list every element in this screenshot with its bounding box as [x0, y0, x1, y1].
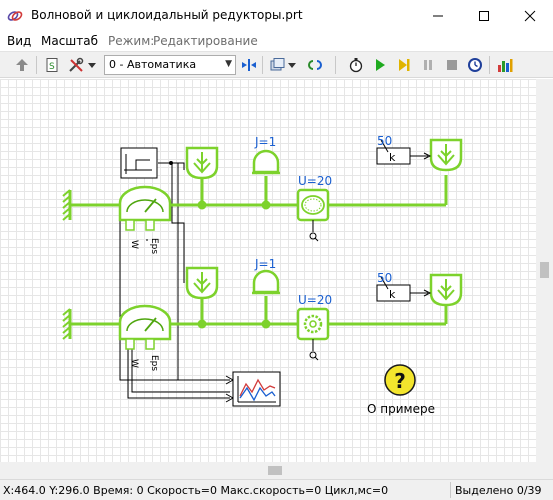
- step-function-block[interactable]: [120, 147, 173, 179]
- menu-scale[interactable]: Масштаб: [41, 34, 99, 48]
- up-button[interactable]: [12, 55, 32, 75]
- toolbar: S 0 - Автоматика ▼: [0, 51, 553, 78]
- sensor-top[interactable]: W Eps: [118, 185, 172, 254]
- sensor-bottom[interactable]: W Eps: [118, 304, 172, 371]
- chart-button[interactable]: [495, 55, 515, 75]
- constant-top-value: 50: [377, 134, 392, 148]
- chevron-down-icon: ▼: [225, 59, 232, 69]
- ground-top-icon[interactable]: [62, 189, 72, 221]
- scheme-diagram: W Eps W Eps: [62, 134, 463, 416]
- torque-source-top-right[interactable]: [429, 138, 463, 172]
- minimize-button[interactable]: [415, 0, 461, 31]
- mode-label: Режим:: [108, 34, 155, 48]
- cycloid-gear-block[interactable]: U=20: [296, 293, 332, 361]
- play-button[interactable]: [370, 55, 390, 75]
- stopwatch-icon: [349, 58, 363, 73]
- torque-source-bottom-left[interactable]: [185, 266, 219, 300]
- windows-button[interactable]: [268, 55, 288, 75]
- ground-bottom-icon[interactable]: [62, 308, 72, 340]
- inertia-top[interactable]: J=1: [252, 135, 280, 175]
- wave-gear-label: U=20: [298, 174, 332, 188]
- pause-button[interactable]: [418, 55, 438, 75]
- torque-source-top-left[interactable]: [185, 146, 219, 180]
- maximize-icon: [479, 10, 489, 21]
- scheme-canvas[interactable]: W Eps W Eps: [0, 79, 536, 462]
- plotter-block[interactable]: [232, 371, 281, 407]
- title-bar: Волновой и циклоидальный редукторы.prt: [0, 0, 553, 31]
- signal-lines: [119, 162, 235, 403]
- scroll-corner: [536, 462, 553, 479]
- dropdown-icon: [88, 63, 96, 68]
- node-bottom-1: [197, 319, 207, 329]
- stop-button[interactable]: [442, 55, 462, 75]
- menu-view[interactable]: Вид: [7, 34, 32, 48]
- step-button[interactable]: [394, 55, 414, 75]
- mode-select[interactable]: 0 - Автоматика ▼: [104, 55, 236, 75]
- sync-button[interactable]: [239, 55, 259, 75]
- torque-source-bottom-right[interactable]: [429, 273, 463, 307]
- sensor-bottom-w-label: W: [129, 359, 139, 368]
- dropdown-icon: [288, 63, 296, 68]
- close-icon: [524, 10, 536, 21]
- sensor-bottom-eps-label: Eps: [149, 355, 159, 371]
- constant-bottom[interactable]: k 50: [376, 271, 432, 302]
- play-icon: [376, 59, 385, 71]
- minimize-icon: [433, 15, 443, 16]
- constant-bottom-value: 50: [377, 271, 392, 285]
- tools-dropdown[interactable]: [86, 55, 98, 75]
- script-icon: S: [46, 58, 58, 72]
- sync-icon: [242, 59, 256, 71]
- inertia-bottom-label: J=1: [254, 257, 276, 271]
- status-coordinates: X:464.0 Y:296.0 Время: 0 Скорость=0 Макс…: [3, 484, 389, 497]
- close-button[interactable]: [507, 0, 553, 31]
- info-label[interactable]: О примере: [367, 402, 435, 416]
- link-button[interactable]: [305, 55, 325, 75]
- bar-chart-icon: [498, 59, 513, 72]
- node-top-2: [261, 200, 271, 210]
- cycloid-gear-label: U=20: [298, 293, 332, 307]
- pause-icon: [424, 60, 432, 70]
- node-bottom-2: [261, 319, 271, 329]
- script-button[interactable]: S: [42, 55, 62, 75]
- status-selection: Выделено 0/39: [455, 484, 542, 497]
- wave-gear-block[interactable]: U=20: [296, 174, 332, 242]
- windows-dropdown[interactable]: [286, 55, 298, 75]
- app-logo-icon: [7, 11, 23, 21]
- mode-select-value: 0 - Автоматика: [109, 58, 197, 71]
- svg-text:S: S: [49, 62, 55, 72]
- windows-icon: [270, 58, 285, 71]
- stop-icon: [447, 60, 457, 70]
- sensor-top-eps-label: Eps: [149, 238, 159, 254]
- horizontal-scroll-thumb[interactable]: [268, 466, 282, 475]
- vertical-scroll-thumb[interactable]: [540, 262, 549, 278]
- window-title: Волновой и циклоидальный редукторы.prt: [31, 8, 303, 22]
- clock-icon: [468, 58, 482, 72]
- menu-bar: Вид Масштаб Режим: Редактирование: [0, 31, 553, 51]
- status-bar: X:464.0 Y:296.0 Время: 0 Скорость=0 Макс…: [0, 479, 553, 500]
- inertia-top-label: J=1: [254, 135, 276, 149]
- constant-top-k: k: [389, 151, 396, 164]
- tools-icon: [69, 57, 84, 72]
- stopwatch-button[interactable]: [346, 55, 366, 75]
- clock-button[interactable]: [465, 55, 485, 75]
- info-glyph: ?: [394, 369, 406, 393]
- tools-button[interactable]: [66, 55, 86, 75]
- constant-bottom-k: k: [389, 288, 396, 301]
- sensor-top-w-label: W: [129, 240, 139, 249]
- step-icon: [399, 59, 410, 71]
- info-help-icon[interactable]: ?: [384, 364, 416, 396]
- constant-top[interactable]: k 50: [376, 134, 432, 165]
- inertia-bottom[interactable]: J=1: [252, 257, 280, 295]
- link-icon: [308, 60, 322, 70]
- up-arrow-icon: [16, 59, 28, 71]
- maximize-button[interactable]: [461, 0, 507, 31]
- mode-value: Редактирование: [153, 34, 258, 48]
- node-top-1: [197, 200, 207, 210]
